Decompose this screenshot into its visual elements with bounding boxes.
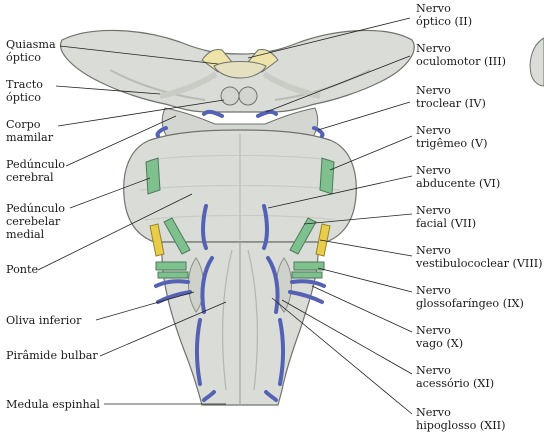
optic-tract-right xyxy=(262,71,321,99)
facial-nerve-left xyxy=(163,217,191,255)
leader-n6 xyxy=(267,175,413,209)
glossopharyngeal-right xyxy=(290,279,326,288)
leader-n3 xyxy=(265,55,411,113)
vestibulocochlear-root-right xyxy=(293,261,325,271)
vagus-right xyxy=(288,290,324,304)
optic-tract-left xyxy=(159,71,218,99)
label-nervo-trigemeo: Nervo trigêmeo (V) xyxy=(416,124,488,150)
mammillary-body-left xyxy=(220,86,240,106)
trigeminal-nerve-left xyxy=(145,157,161,195)
abducens-nerve-left xyxy=(201,204,208,250)
leader-n4 xyxy=(317,101,411,131)
olive-left xyxy=(188,257,204,313)
label-nervo-optico: Nervo óptico (II) xyxy=(416,2,473,28)
label-piramide-bulbar: Pirâmide bulbar xyxy=(6,349,98,362)
pyramid-left xyxy=(222,249,233,391)
label-nervo-troclear: Nervo troclear (IV) xyxy=(416,84,486,110)
leader-corpo xyxy=(57,99,225,127)
vestibulocochlear-root-left xyxy=(155,261,187,271)
forebrain-shading xyxy=(109,69,371,101)
olive-right xyxy=(276,257,292,313)
glossopharyngeal-left xyxy=(154,279,190,288)
oculomotor-nerve-left xyxy=(202,109,224,118)
optic-chiasm xyxy=(213,61,267,79)
leader-quiasma xyxy=(59,45,219,65)
leader-n9 xyxy=(317,267,413,293)
label-nervo-vago: Nervo vago (X) xyxy=(416,324,464,350)
trochlear-nerve-left xyxy=(155,126,168,138)
mammillary-body-right xyxy=(238,86,258,106)
leader-n2 xyxy=(247,17,411,59)
label-nervo-facial: Nervo facial (VII) xyxy=(416,204,477,230)
leader-oliva xyxy=(95,291,195,321)
abducens-nerve-right xyxy=(262,204,269,250)
lower-roots-right xyxy=(291,271,323,279)
adjacent-figure-edge xyxy=(529,37,544,87)
leader-ponte xyxy=(37,193,193,271)
label-corpo-mamilar: Corpo mamilar xyxy=(6,118,54,144)
label-oliva-inferior: Oliva inferior xyxy=(6,314,82,327)
oculomotor-nerve-right xyxy=(256,109,278,118)
label-tracto-optico: Tracto óptico xyxy=(6,78,43,104)
leader-n8 xyxy=(319,239,413,257)
leader-n10 xyxy=(311,285,413,333)
spinal-roots xyxy=(202,390,278,402)
hypoglossal-left xyxy=(200,256,214,314)
vagus-left xyxy=(156,290,192,304)
leader-piramide xyxy=(99,301,227,357)
leader-peduncle-cerebelar xyxy=(69,177,151,209)
lower-roots-left xyxy=(157,271,189,279)
label-peduncle-cerebelar-medial: Pedúnculo cerebelar medial xyxy=(6,202,66,241)
accessory-left xyxy=(195,318,202,386)
vestibulocochlear-nerve-left xyxy=(149,223,165,257)
leader-n5 xyxy=(329,135,413,171)
trigeminal-nerve-right xyxy=(319,157,335,195)
label-nervo-vestibulococlear: Nervo vestibulococlear (VIII) xyxy=(416,244,543,270)
label-medula-espinhal: Medula espinhal xyxy=(6,398,101,411)
pyramid-right xyxy=(247,249,258,391)
label-ponte: Ponte xyxy=(6,263,39,276)
leader-n7 xyxy=(303,213,413,225)
leader-n11 xyxy=(281,299,413,375)
vestibulocochlear-nerve-right xyxy=(315,223,331,257)
trochlear-nerve-right xyxy=(312,126,325,138)
accessory-right xyxy=(278,318,285,386)
hypoglossal-right xyxy=(266,256,280,314)
label-nervo-abducente: Nervo abducente (VI) xyxy=(416,164,501,190)
facial-nerve-right xyxy=(289,217,317,255)
pons-fibers xyxy=(139,155,341,221)
leader-tracto xyxy=(55,85,161,95)
leader-n12 xyxy=(271,297,413,415)
leader-peduncle-cerebral xyxy=(65,115,177,167)
label-nervo-acessorio: Nervo acessório (XI) xyxy=(416,364,495,390)
label-quiasma-optico: Quiasma óptico xyxy=(6,38,56,64)
label-nervo-glossofaringeo: Nervo glossofaríngeo (IX) xyxy=(416,284,524,310)
label-nervo-oculomotor: Nervo oculomotor (III) xyxy=(416,42,506,68)
label-nervo-hipoglosso: Nervo hipoglosso (XII) xyxy=(416,406,506,432)
label-peduncle-cerebral: Pedúnculo cerebral xyxy=(6,158,66,184)
